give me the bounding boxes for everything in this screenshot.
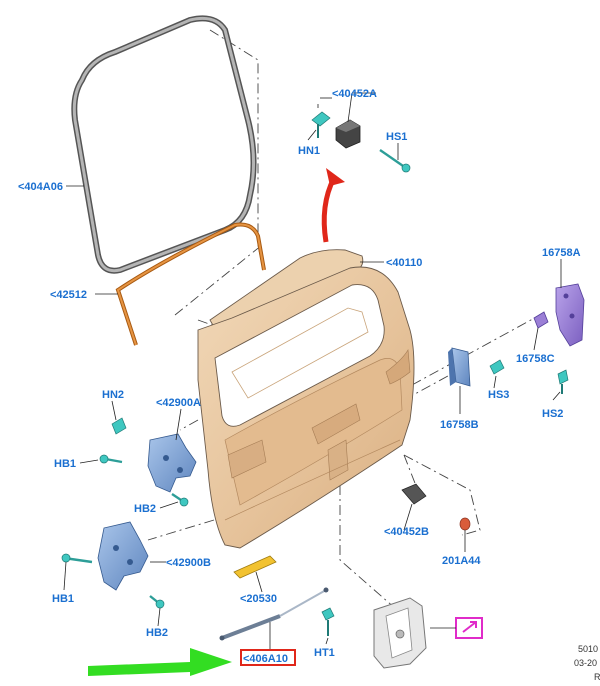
label-42900B[interactable]: <42900B — [166, 557, 211, 569]
label-42900A[interactable]: <42900A — [156, 397, 201, 409]
label-hs1[interactable]: HS1 — [386, 131, 407, 143]
direction-arrow-red — [321, 168, 345, 243]
label-20530[interactable]: <20530 — [240, 593, 277, 605]
label-16758B[interactable]: 16758B — [440, 419, 479, 431]
leader-lines — [63, 92, 562, 650]
label-hn1[interactable]: HN1 — [298, 145, 320, 157]
label-40452B[interactable]: <40452B — [384, 526, 429, 538]
footer-reference: 5010 03-20 R — [574, 644, 600, 682]
label-hb1-top[interactable]: HB1 — [54, 458, 76, 470]
label-hb1-bottom[interactable]: HB1 — [52, 593, 74, 605]
upper-molding — [115, 222, 266, 346]
weatherstrip-seal — [71, 15, 257, 274]
label-42512[interactable]: <42512 — [50, 289, 87, 301]
highlight-arrow-green — [88, 648, 232, 676]
part-labels: <40452A HN1 HS1 <404A06 <42512 <40110 16… — [18, 88, 581, 665]
ht1-fastener — [321, 607, 335, 636]
label-hs2[interactable]: HS2 — [542, 408, 563, 420]
label-ht1[interactable]: HT1 — [314, 647, 335, 659]
label-406A10[interactable]: <406A10 — [243, 653, 288, 665]
label-16758A[interactable]: 16758A — [542, 247, 581, 259]
upper-hinge — [99, 417, 197, 507]
label-16758C[interactable]: 16758C — [516, 353, 555, 365]
latch-assembly — [373, 597, 427, 669]
label-hn2[interactable]: HN2 — [102, 389, 124, 401]
label-40452A[interactable]: <40452A — [332, 88, 377, 100]
highlight-box-406A10 — [240, 649, 296, 666]
label-hb2-top[interactable]: HB2 — [134, 503, 156, 515]
purple-bracket — [533, 283, 585, 394]
label-201A44[interactable]: 201A44 — [442, 555, 481, 567]
footer-line2: 03-20 — [574, 658, 597, 668]
liftgate-panel — [197, 249, 415, 549]
label-hs3[interactable]: HS3 — [488, 389, 509, 401]
upper-bumper-group — [311, 97, 411, 173]
striker-bracket — [448, 347, 505, 387]
yellow-handle — [233, 555, 277, 579]
label-404A06[interactable]: <404A06 — [18, 181, 63, 193]
gas-strut — [219, 587, 329, 641]
lower-bumpers — [401, 483, 471, 531]
footer-line1: 5010 — [578, 644, 598, 654]
label-hb2-bottom[interactable]: HB2 — [146, 627, 168, 639]
lower-hinge — [61, 521, 165, 609]
detail-callout-icon — [430, 617, 483, 639]
footer-line3: R — [594, 672, 600, 682]
label-40110[interactable]: <40110 — [386, 257, 422, 269]
